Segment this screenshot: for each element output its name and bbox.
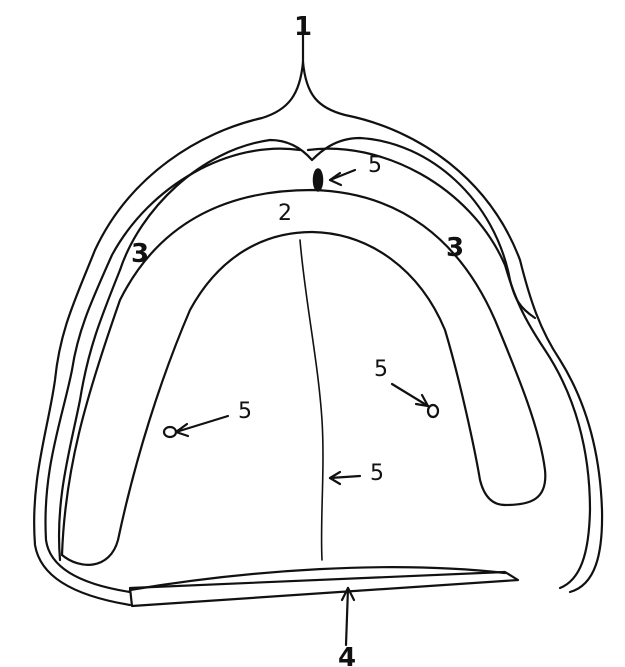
right-pit-marker [428, 405, 438, 417]
arrow-midline [330, 472, 360, 484]
arrow-left-pit [176, 416, 228, 436]
ridge-line-left-lower [59, 270, 120, 560]
ridge-line [120, 138, 535, 318]
label-2: 2 [278, 201, 292, 226]
label-1: 1 [294, 12, 312, 42]
midline [300, 240, 323, 560]
label-4: 4 [338, 643, 356, 667]
notch-marker [314, 169, 323, 191]
label-5-right: 5 [374, 357, 388, 382]
label-3-left: 3 [131, 239, 149, 269]
outer-contour-inner-line [45, 149, 300, 592]
arrow-notch [330, 170, 355, 185]
label-5-center: 5 [370, 461, 384, 486]
base-plate [130, 572, 518, 606]
label-5-notch: 5 [368, 153, 382, 178]
outer-contour-inner-line-right [308, 149, 590, 588]
arrow-right-pit [392, 384, 428, 406]
left-pit-marker [164, 427, 176, 437]
outer-contour-line [34, 62, 303, 605]
label-5-left: 5 [238, 399, 252, 424]
outer-contour-line-right [303, 62, 602, 592]
label-3-right: 3 [446, 233, 464, 263]
arrow-4 [342, 588, 354, 645]
horseshoe-inner-edge [62, 232, 505, 565]
